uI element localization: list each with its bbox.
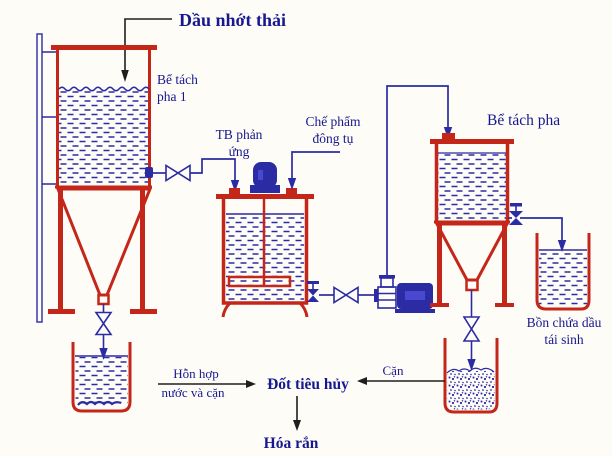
- tank1-drain-valve-icon: [94, 304, 113, 360]
- sediment-tank: [443, 338, 499, 414]
- oil-tank-liquid: [539, 251, 587, 306]
- tank1-outlet-fitting-icon: [145, 167, 153, 178]
- water-sediment-liquid: [75, 357, 128, 406]
- coagulant-label-line2: đông tụ: [313, 131, 354, 146]
- mixture-label-line2: nước và cặn: [161, 385, 225, 400]
- incineration-label: Đốt tiêu hủy: [267, 376, 349, 393]
- coagulant-feed-line: [287, 151, 340, 190]
- separation-tank-1: [36, 33, 157, 323]
- reactor-label-line2: ứng: [229, 144, 250, 159]
- residue-arrow: [357, 377, 445, 385]
- oil-tank-label-line2: tái sinh: [544, 332, 584, 347]
- tank2-inlet-fitting: [442, 133, 455, 140]
- recycled-oil-tank: [535, 233, 591, 311]
- water-sediment-tank: [71, 342, 132, 413]
- tank2-drain-valve-icon: [462, 290, 481, 371]
- tap-valve-icon: [509, 203, 523, 225]
- mixture-label-line1: Hỗn hợp: [173, 366, 219, 381]
- reactor-label-line1: TB phản: [216, 127, 263, 142]
- reactor-vessel: [216, 162, 314, 318]
- tank2-label: Bể tách pha: [487, 112, 560, 129]
- oil-tank-label-line1: Bồn chứa dầu: [527, 315, 602, 330]
- pipe-tank2-to-oil-tank: [508, 203, 567, 252]
- tap-valve-icon: [307, 281, 319, 302]
- reactor-inlet-nozzle-left: [229, 188, 240, 195]
- reactor-inlet-nozzle-right: [286, 188, 297, 195]
- residue-label: Cặn: [383, 363, 404, 378]
- pipe-reactor-to-tank2: [307, 85, 453, 313]
- separation-tank-2: [430, 133, 514, 307]
- pipe-tank1-to-reactor: [145, 158, 240, 192]
- solidification-label: Hóa rắn: [264, 435, 319, 452]
- diagram-title: Dầu nhớt thải: [179, 10, 286, 30]
- tank2-liquid: [438, 154, 506, 222]
- solidification-arrow: [293, 396, 301, 431]
- stirrer-paddle-icon: [227, 275, 292, 288]
- ladder-icon: [36, 33, 57, 323]
- tank1-label-line1: Bể tách: [157, 72, 198, 87]
- sediment-fill: [447, 371, 495, 410]
- waste-oil-feed-line: [121, 18, 172, 82]
- pump-icon: [374, 275, 435, 313]
- stirrer-motor-icon: [250, 162, 280, 193]
- tank1-liquid: [59, 90, 148, 187]
- coagulant-label-line1: Chế phẩm: [305, 114, 361, 129]
- mixture-arrow: [158, 380, 256, 388]
- tank1-label-line2: pha 1: [157, 89, 187, 104]
